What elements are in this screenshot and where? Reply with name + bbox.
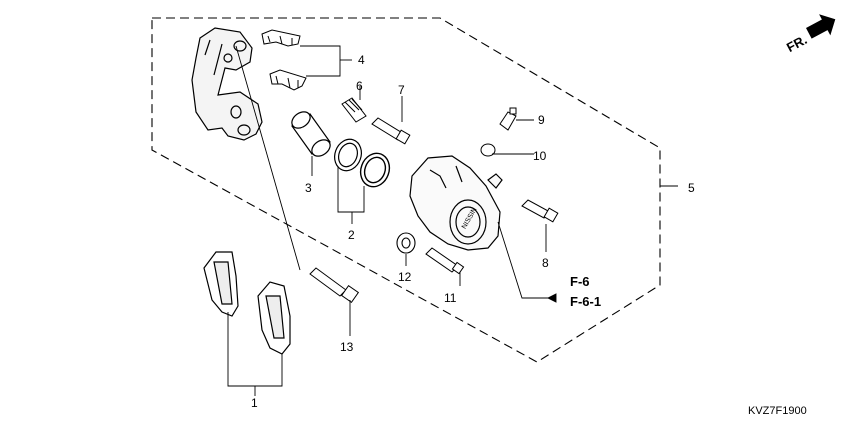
callout-3: 3	[305, 181, 312, 195]
dust-seal	[359, 152, 391, 188]
caliper-pin	[425, 247, 465, 275]
callout-8: 8	[542, 256, 549, 270]
pin-bolt	[371, 117, 411, 145]
callout-11: 11	[444, 291, 457, 305]
caliper-piston	[291, 111, 331, 157]
callout-4: 4	[358, 53, 365, 67]
pin-boot	[341, 97, 367, 123]
callout-10: 10	[533, 149, 547, 163]
callout-12: 12	[398, 270, 412, 284]
brake-pad-rear	[257, 281, 291, 355]
callout-1: 1	[251, 396, 258, 410]
pad-spring-lower	[269, 69, 307, 91]
callout-5: 5	[688, 181, 695, 195]
callout-2: 2	[348, 228, 355, 242]
pad-spring-upper	[261, 29, 301, 47]
callout-9: 9	[538, 113, 545, 127]
callout-7: 7	[398, 83, 405, 97]
front-direction-arrow-icon	[806, 14, 836, 39]
pin-boot-lower	[396, 232, 416, 254]
callout-13: 13	[340, 340, 354, 354]
reference-label-2: F-6-1	[570, 294, 601, 309]
bracket-bolt	[309, 267, 360, 304]
leader-lines	[227, 45, 678, 396]
front-direction-label: FR.	[784, 32, 810, 55]
assembly-boundary	[151, 17, 661, 363]
caliper-body: NISSIN	[409, 155, 503, 251]
brake-pad-front	[203, 251, 239, 317]
caliper-bracket	[191, 27, 263, 141]
bleed-screw	[499, 107, 517, 131]
diagram-code: KVZ7F1900	[748, 405, 807, 417]
bleed-cap	[480, 143, 496, 157]
mounting-bolt	[521, 199, 559, 223]
piston-seal	[334, 138, 362, 172]
callout-6: 6	[356, 79, 363, 93]
reference-label-1: F-6	[570, 274, 590, 289]
